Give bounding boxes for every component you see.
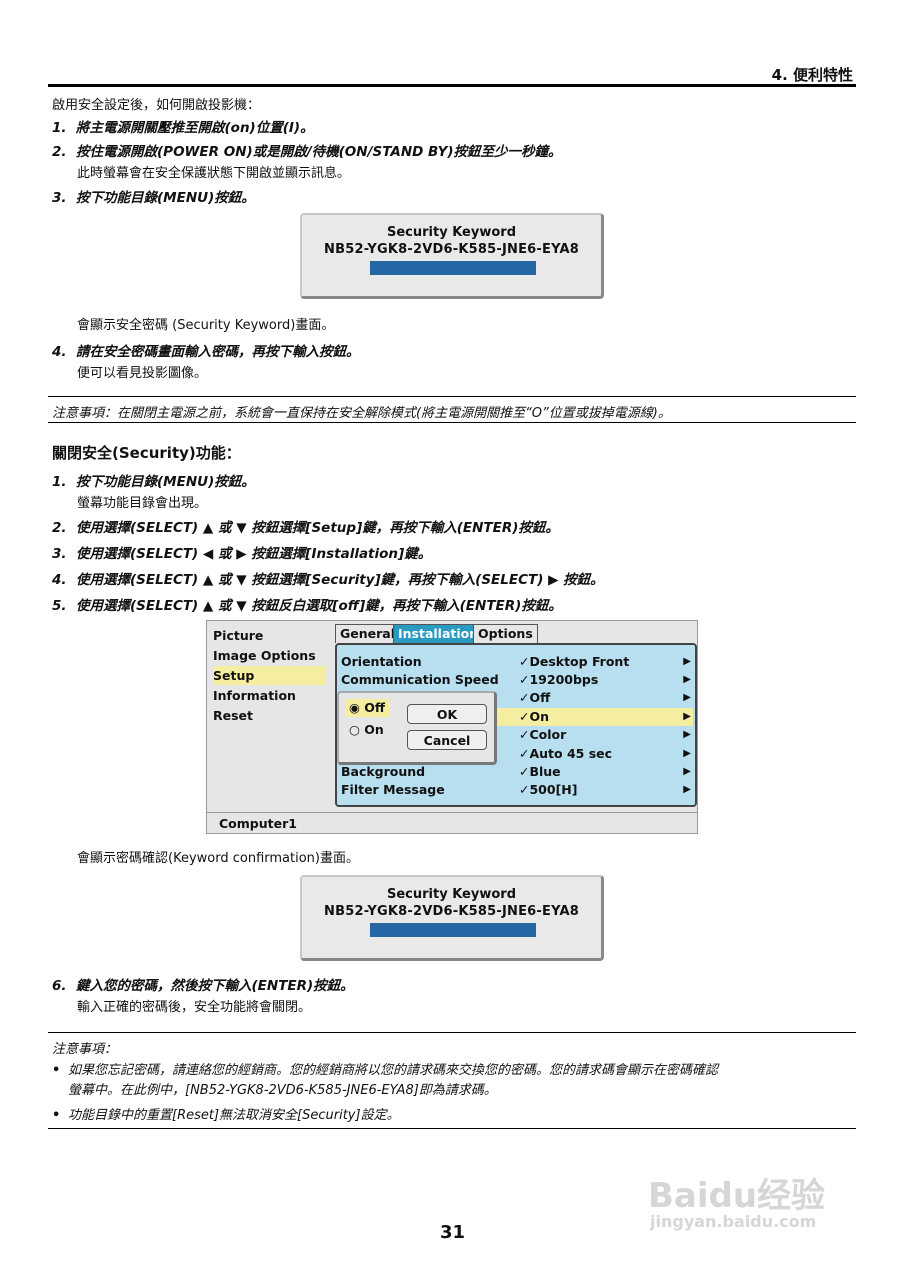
step-b6: 6.鍵入您的密碼，然後按下輸入(ENTER)按鈕。: [52, 978, 354, 994]
keyword-title: Security Keyword: [386, 225, 517, 240]
security-dialog: ◉ Off ○ On OK Cancel: [337, 691, 497, 765]
step-a4-sub: 便可以看見投影圖像。: [77, 366, 208, 381]
note2-rule-bottom: [48, 1128, 856, 1129]
arrow-right-icon: ▶: [683, 784, 691, 795]
section-header: 4. 便利特性: [771, 66, 853, 84]
keyword-input[interactable]: [370, 923, 536, 937]
arrow-right-icon: ▶: [683, 729, 691, 740]
note2-bullet-1: •如果您忘記密碼，請連絡您的經銷商。您的經銷商將以您的請求碼來交換您的密碼。您的…: [52, 1063, 719, 1078]
note2-bullet-2: •功能目錄中的重置[Reset]無法取消安全[Security]設定。: [52, 1108, 400, 1123]
arrow-right-icon: ▶: [683, 656, 691, 667]
step-b4: 4.使用選擇(SELECT) ▲ 或 ▼ 按鈕選擇[Security]鍵，再按下…: [52, 572, 604, 588]
tab-options[interactable]: Options: [473, 624, 538, 643]
installation-panel: Orientation✓Desktop Front▶ Communication…: [335, 643, 697, 807]
intro-text: 啟用安全設定後，如何開啟投影機：: [52, 98, 261, 113]
menu-item-reset[interactable]: Reset: [213, 708, 253, 723]
ok-button[interactable]: OK: [407, 704, 487, 724]
after-menu-text: 會顯示密碼確認(Keyword confirmation)畫面。: [77, 851, 359, 866]
keyword-confirmation-dialog: Security Keyword NB52-YGK8-2VD6-K585-JNE…: [300, 875, 604, 961]
step-a2: 2.按住電源開啟(POWER ON)或是開啟/待機(ON/STAND BY)按鈕…: [52, 144, 562, 160]
source-label: Computer1: [219, 816, 297, 831]
menu-item-information[interactable]: Information: [213, 688, 296, 703]
note2-rule-top: [48, 1032, 856, 1033]
step-a1: 1.將主電源開關壓推至開啟(on)位置(I)。: [52, 120, 314, 136]
step-b2: 2.使用選擇(SELECT) ▲ 或 ▼ 按鈕選擇[Setup]鍵，再按下輸入(…: [52, 520, 559, 536]
step-a4: 4.請在安全密碼畫面輸入密碼，再按下輸入按鈕。: [52, 344, 360, 360]
tab-installation[interactable]: Installation: [393, 624, 484, 643]
row-orientation[interactable]: Orientation✓Desktop Front▶: [341, 654, 691, 669]
row-communication-speed[interactable]: Communication Speed✓19200bps▶: [341, 672, 691, 687]
cancel-button[interactable]: Cancel: [407, 730, 487, 750]
step-a2-sub: 此時螢幕會在安全保護狀態下開啟並顯示訊息。: [77, 166, 351, 181]
note1-rule-bottom: [48, 422, 856, 423]
header-rule: [48, 84, 856, 87]
page-number: 31: [439, 1222, 466, 1243]
keyword-code: NB52-YGK8-2VD6-K585-JNE6-EYA8: [324, 904, 579, 919]
step-b1-sub: 螢幕功能目錄會出現。: [77, 496, 208, 511]
row-background[interactable]: Background✓Blue▶: [341, 764, 691, 779]
step-b1: 1.按下功能目錄(MENU)按鈕。: [52, 474, 255, 490]
status-bar: Computer1: [207, 812, 697, 834]
row-option-5[interactable]: ✓Color▶: [519, 727, 691, 742]
arrow-right-icon: ▶: [683, 674, 691, 685]
step-b3: 3.使用選擇(SELECT) ◀ 或 ▶ 按鈕選擇[Installation]鍵…: [52, 546, 432, 562]
note1-text: 注意事項：在關閉主電源之前，系統會一直保持在安全解除模式(將主電源開關推至“O”…: [52, 406, 671, 421]
arrow-right-icon: ▶: [683, 766, 691, 777]
menu-item-setup[interactable]: Setup: [213, 666, 325, 685]
arrow-right-icon: ▶: [683, 692, 691, 703]
after-dialog-text: 會顯示安全密碼 (Security Keyword)畫面。: [77, 318, 335, 333]
arrow-right-icon: ▶: [683, 748, 691, 759]
radio-off[interactable]: ◉ Off: [345, 699, 390, 717]
radio-on[interactable]: ○ On: [349, 722, 384, 737]
note2-title: 注意事項：: [52, 1042, 118, 1057]
arrow-right-icon: ▶: [683, 711, 691, 722]
baidu-watermark-url: jingyan.baidu.com: [650, 1212, 817, 1231]
note1-rule-top: [48, 396, 856, 397]
row-option-6[interactable]: ✓Auto 45 sec▶: [519, 746, 691, 761]
projector-menu: Picture Image Options Setup Information …: [206, 620, 698, 834]
step-b5: 5.使用選擇(SELECT) ▲ 或 ▼ 按鈕反白選取[off]鍵，再按下輸入(…: [52, 598, 562, 614]
row-filter-message[interactable]: Filter Message✓500[H]▶: [341, 782, 691, 797]
menu-item-picture[interactable]: Picture: [213, 628, 264, 643]
step-b6-sub: 輸入正確的密碼後，安全功能將會關閉。: [77, 1000, 312, 1015]
keyword-title: Security Keyword: [386, 887, 517, 902]
menu-item-image-options[interactable]: Image Options: [213, 648, 316, 663]
keyword-code: NB52-YGK8-2VD6-K585-JNE6-EYA8: [324, 242, 579, 257]
disable-title: 關閉安全(Security)功能：: [52, 444, 241, 462]
note2-bullet-1-cont: 螢幕中。在此例中，[NB52-YGK8-2VD6-K585-JNE6-EYA8]…: [68, 1083, 497, 1098]
step-a3: 3.按下功能目錄(MENU)按鈕。: [52, 190, 255, 206]
keyword-input[interactable]: [370, 261, 536, 275]
row-option-3[interactable]: ✓Off▶: [519, 690, 691, 705]
baidu-watermark-logo: Baidu经验: [648, 1176, 826, 1216]
radio-empty-icon: ○: [349, 722, 360, 737]
radio-selected-icon: ◉: [349, 700, 360, 715]
security-keyword-dialog: Security Keyword NB52-YGK8-2VD6-K585-JNE…: [300, 213, 604, 299]
tab-general[interactable]: General: [335, 624, 400, 643]
